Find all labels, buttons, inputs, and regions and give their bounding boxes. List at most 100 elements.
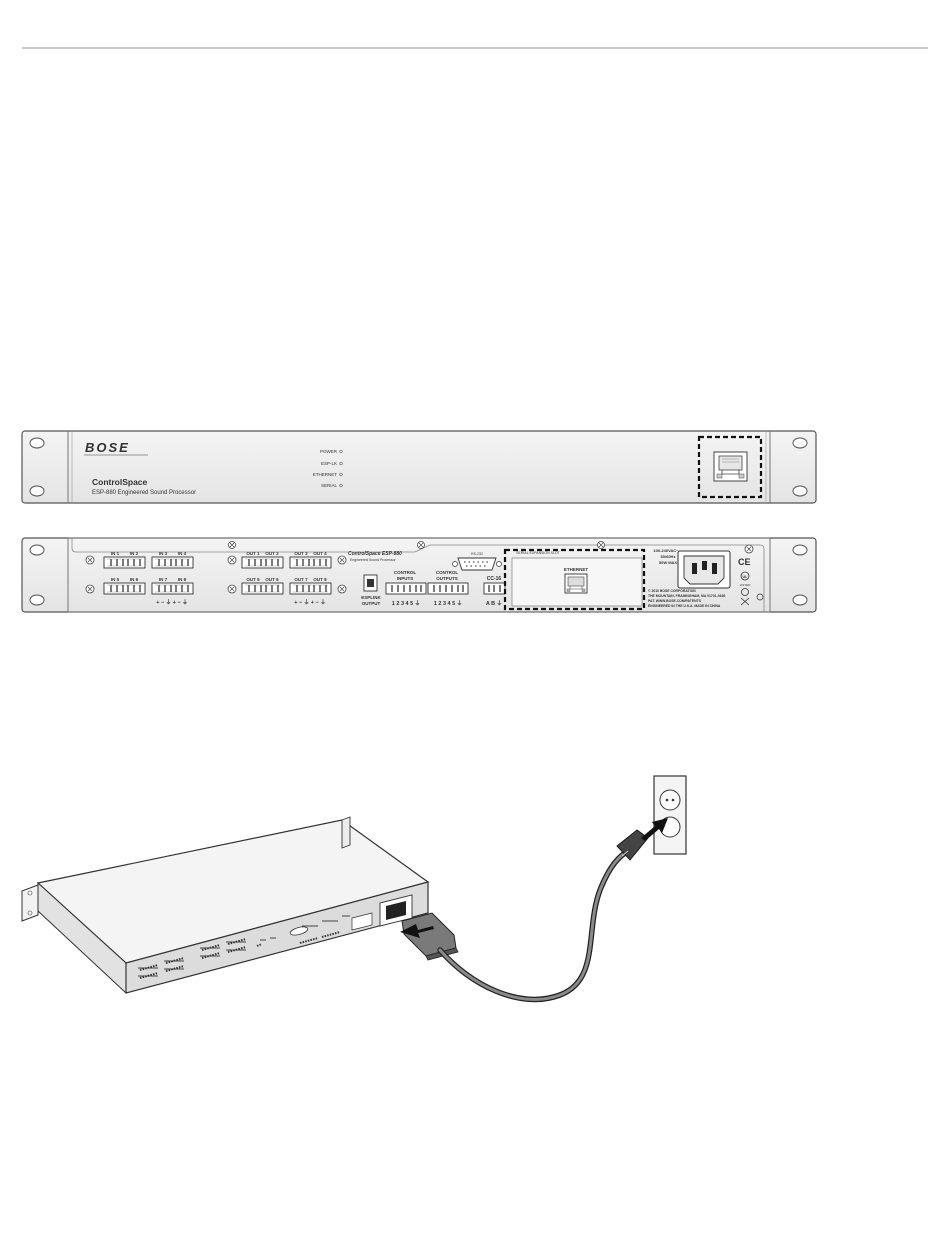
screw-icon: [744, 544, 754, 554]
listed-mark: LISTED: [740, 583, 751, 587]
rack-hole-icon: [792, 437, 808, 449]
rear-ethernet-highlight: [503, 548, 646, 611]
terminal-block-icon: [103, 556, 146, 569]
rack-hole-icon: [29, 594, 45, 606]
input-label: IN 2: [130, 551, 139, 556]
led-label-serial: SERIAL: [321, 483, 338, 488]
screw-icon: [227, 584, 237, 594]
led-label-power: POWER: [320, 449, 338, 454]
cc16-label: CC-16: [487, 576, 502, 582]
ul-mark-icon: UL: [740, 571, 750, 581]
brand-logo: BOSE: [85, 440, 130, 455]
screw-icon: [597, 541, 605, 549]
control-outputs: CONTROL OUTPUTS 1 2 3 4 5 ⏚: [427, 570, 469, 607]
power-section: 100-240VAC~ 50/60Hz 50W MAX © 2010 BOSE …: [648, 548, 764, 608]
output-connectors: OUT 1 OUT 2 OUT 3 OUT 4 OUT 5 OUT 6 OUT …: [241, 551, 332, 606]
output-label: OUT 2: [265, 551, 279, 556]
input-label: IN 8: [178, 577, 187, 582]
output-label: OUT 3: [294, 551, 308, 556]
screw-icon: [337, 555, 347, 565]
insert-arrow-icon: [641, 818, 668, 841]
company-line-3: PAT. WWW.BOSE.COM/PATENTS: [648, 599, 702, 603]
insert-arrow-icon: [400, 924, 434, 938]
status-leds: POWER ESP-LK ETHERNET SERIAL: [313, 449, 343, 488]
expansion-slot-label: SERIAL EXPANSION SLOT: [516, 551, 560, 555]
company-line-1: © 2010 BOSE CORPORATION: [648, 589, 696, 593]
rack-hole-icon: [792, 594, 808, 606]
iec-power-inlet-icon: [677, 550, 731, 589]
terminal-block-icon: [241, 556, 284, 569]
unit-rear-face: [125, 881, 429, 994]
terminal-block-icon: [289, 582, 332, 595]
cert-mark-icon: [756, 593, 764, 601]
rear-ethernet-port: ETHERNET: [564, 567, 589, 594]
control-inputs-label-1: CONTROL: [394, 570, 416, 575]
led-label-ethernet: ETHERNET: [313, 472, 338, 477]
product-name: ControlSpace: [92, 477, 148, 487]
terminal-block-icon: [103, 582, 146, 595]
rack-hole-icon: [792, 544, 808, 556]
terminal-block-icon: [483, 582, 506, 595]
rack-ear-left: [21, 884, 39, 922]
power-rating-line-3: 50W MAX: [659, 560, 678, 565]
screw-icon: [227, 555, 237, 565]
esplink-output-label: OUTPUT: [362, 601, 381, 606]
input-polarity-legend: + − ⏚ + − ⏚: [156, 599, 188, 606]
screw-icon: [228, 541, 236, 549]
control-inputs-pins: 1 2 3 4 5 ⏚: [392, 600, 420, 607]
led-ethernet-icon: [339, 472, 343, 477]
terminal-block-icon: [385, 582, 427, 595]
rear-model-subtitle: Engineered Sound Processor: [350, 558, 397, 562]
wall-outlet-icon: [653, 775, 687, 855]
led-serial-icon: [339, 483, 343, 488]
output-label: OUT 1: [246, 551, 260, 556]
screw-icon: [85, 555, 95, 565]
cc16-pins: A B ⏚: [486, 600, 502, 607]
input-label: IN 6: [130, 577, 139, 582]
rj45-port-icon: [564, 573, 588, 594]
terminal-block-icon: [151, 582, 194, 595]
screw-icon: [337, 584, 347, 594]
output-polarity-legend: + − ⏚ + − ⏚: [294, 599, 326, 606]
rack-hole-icon: [792, 485, 808, 497]
input-label: IN 4: [178, 551, 187, 556]
esplink-label: ESPLINK: [361, 595, 381, 600]
power-rating-line-2: 50/60Hz: [661, 554, 676, 559]
terminal-block-icon: [151, 556, 194, 569]
unit-power-connection-illustration: [21, 775, 687, 1003]
led-label-esplink: ESP-LK: [321, 461, 337, 466]
esplink-output-port: ESPLINK OUTPUT: [361, 574, 381, 606]
rack-ear-right: [341, 816, 351, 849]
rear-model-name: ControlSpace ESP-880: [348, 551, 402, 557]
input-label: IN 3: [159, 551, 168, 556]
output-label: OUT 6: [265, 577, 279, 582]
product-subtitle: ESP-880 Engineered Sound Processor: [92, 490, 196, 496]
output-label: OUT 4: [313, 551, 327, 556]
weee-bin-icon: [740, 597, 750, 606]
input-connectors: IN 1 IN 2 IN 3 IN 4 IN 5 IN 6 IN 7 IN 8 …: [103, 551, 194, 606]
screw-icon: [417, 541, 425, 549]
output-label: OUT 8: [313, 577, 327, 582]
led-power-icon: [339, 449, 343, 454]
rear-panel: IN 1 IN 2 IN 3 IN 4 IN 5 IN 6 IN 7 IN 8 …: [21, 537, 817, 613]
ethernet-label: ETHERNET: [564, 567, 589, 572]
front-panel: BOSE ControlSpace ESP-880 Engineered Sou…: [21, 430, 817, 504]
led-esplink-icon: [339, 461, 343, 466]
front-ethernet-highlight: [697, 435, 763, 499]
cert-mark-icon: [741, 588, 749, 596]
control-inputs: CONTROL INPUTS 1 2 3 4 5 ⏚: [385, 570, 427, 607]
terminal-block-icon: [289, 556, 332, 569]
rack-hole-icon: [29, 437, 45, 449]
top-rule: [22, 47, 928, 49]
output-label: OUT 5: [246, 577, 260, 582]
terminal-block-icon: [241, 582, 284, 595]
control-outputs-label-2: OUTPUTS: [436, 576, 458, 581]
input-label: IN 5: [111, 577, 120, 582]
rack-hole-icon: [29, 544, 45, 556]
front-ethernet-port-icon: [713, 451, 748, 482]
rack-hole-icon: [29, 485, 45, 497]
company-line-2: THE MOUNTAIN, FRAMINGHAM, MA 01701-9168: [648, 594, 725, 598]
input-label: IN 7: [159, 577, 168, 582]
control-outputs-pins: 1 2 3 4 5 ⏚: [434, 600, 462, 607]
